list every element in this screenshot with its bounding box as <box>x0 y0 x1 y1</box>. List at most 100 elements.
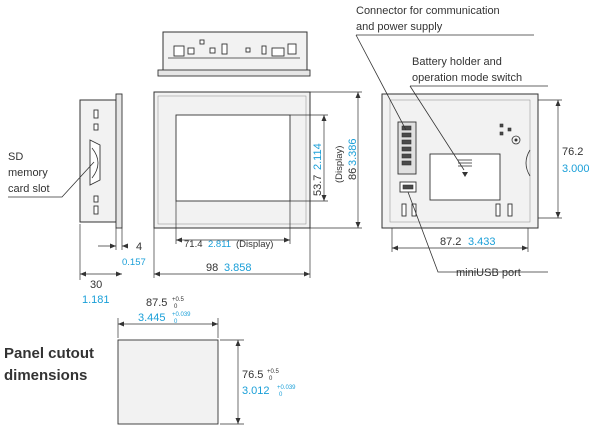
cutout-height-in-tol-minus: 0 <box>279 392 283 398</box>
sd-slot-curve <box>91 147 99 179</box>
arrow-head <box>212 321 218 327</box>
display-height-note: (Display) <box>334 146 345 183</box>
rear-height-in: 3.000 <box>562 163 590 175</box>
arrow-head <box>392 245 398 251</box>
top-slot <box>187 47 195 55</box>
rear-dot <box>499 123 504 128</box>
cutout-height-mm: 76.5 <box>242 369 263 381</box>
cutout-height-in-tol-plus: +0.039 <box>277 385 296 391</box>
sd-callout: SD memory card slot <box>8 151 95 198</box>
display-width-note: (Display) <box>236 239 273 250</box>
arrow-head <box>80 271 86 277</box>
arrow-head <box>235 418 241 424</box>
terminal-pin <box>401 160 412 166</box>
cutout-height-mm-tol-minus: 0 <box>269 376 273 382</box>
rear-dot <box>507 127 512 132</box>
arrow-head <box>176 237 182 243</box>
front-view <box>153 91 311 229</box>
cutout-width-mm: 87.5 <box>146 297 167 309</box>
arrow-head <box>110 243 116 249</box>
side-slot <box>93 109 99 119</box>
connector-leader-line <box>355 34 407 131</box>
terminal-pin <box>401 153 412 159</box>
top-slot <box>271 47 285 57</box>
front-width-mm: 98 <box>206 262 218 274</box>
battery-label-line1: Battery holder and <box>412 56 502 68</box>
top-slot <box>287 43 297 55</box>
top-slot <box>199 39 205 45</box>
side-dimensions: 4 0.157 30 1.181 <box>79 224 146 306</box>
arrow-head <box>355 222 361 228</box>
rear-screw <box>511 135 521 145</box>
cutout-width-mm-tol-minus: 0 <box>174 304 178 310</box>
arrow-head <box>235 340 241 346</box>
cutout-width-in-tol-minus: 0 <box>174 319 178 325</box>
arrow-head <box>321 115 327 121</box>
arrow-head <box>118 321 124 327</box>
side-slot <box>93 195 99 203</box>
top-slot <box>221 43 228 55</box>
top-view <box>157 31 311 77</box>
miniusb-leader-line <box>407 191 548 273</box>
miniusb-port-inner <box>402 184 414 190</box>
arrow-head <box>555 212 561 218</box>
sd-slot-shape <box>89 139 101 186</box>
terminal-pin <box>401 139 412 145</box>
cutout-rect <box>117 339 219 425</box>
rear-screw-center <box>514 138 518 142</box>
top-slot <box>245 47 251 53</box>
rear-dimensions: 87.2 3.433 76.2 3.000 <box>391 99 590 252</box>
terminal-pin <box>401 125 412 131</box>
rear-body-inner <box>389 99 531 223</box>
dim-30-in: 1.181 <box>82 294 110 306</box>
battery-arrow <box>462 172 468 177</box>
sd-label-line2: memory <box>8 167 48 179</box>
rear-width-in: 3.433 <box>468 236 496 248</box>
arrow-head <box>355 92 361 98</box>
cutout-width-in: 3.445 <box>138 312 166 324</box>
arrow-head <box>555 100 561 106</box>
sd-leader-line <box>8 161 95 198</box>
front-height-mm: 86 <box>347 168 359 180</box>
side-view-flange <box>115 93 123 229</box>
front-dimensions: 71.4 2.811 (Display) 98 3.858 53.7 2.114… <box>153 91 362 278</box>
rear-slot <box>495 203 501 217</box>
cutout-title-line1: Panel cutout <box>4 345 94 362</box>
cutout-height-mm-tol-plus: +0.5 <box>267 369 280 375</box>
top-slot <box>261 45 267 55</box>
top-slot <box>173 45 185 57</box>
front-height-in: 3.386 <box>347 138 359 166</box>
connector-label-line2: and power supply <box>356 21 443 33</box>
rear-callouts: Connector for communication and power su… <box>355 5 548 279</box>
arrow-head <box>321 195 327 201</box>
side-view <box>79 93 123 229</box>
sd-label-line3: card slot <box>8 183 50 195</box>
arrow-head <box>522 245 528 251</box>
rear-slot <box>401 203 407 217</box>
arrow-head <box>154 271 160 277</box>
arrow-head <box>116 271 122 277</box>
top-view-flange <box>157 69 311 77</box>
front-width-in: 3.858 <box>224 262 252 274</box>
display-area <box>175 114 291 202</box>
rear-slot <box>411 203 417 217</box>
panel-cutout: Panel cutout dimensions 87.5 +0.5 0 3.44… <box>4 297 296 425</box>
arrow-head <box>122 243 128 249</box>
battery-label-line2: operation mode switch <box>412 72 522 84</box>
connector-label-line1: Connector for communication <box>356 5 500 17</box>
side-slot <box>93 205 99 215</box>
rear-side-curve <box>525 149 531 177</box>
rear-dot <box>499 131 504 136</box>
cutout-title-line2: dimensions <box>4 367 87 384</box>
miniusb-label: miniUSB port <box>456 267 521 279</box>
terminal-pin <box>401 146 412 152</box>
top-slot <box>209 47 216 54</box>
rear-slot <box>507 203 513 217</box>
battery-leader-line <box>409 85 465 171</box>
cutout-height-in: 3.012 <box>242 385 270 397</box>
dim-30-mm: 30 <box>90 279 102 291</box>
dim-4-mm: 4 <box>136 241 142 253</box>
cutout-width-mm-tol-plus: +0.5 <box>172 297 185 303</box>
rear-width-mm: 87.2 <box>440 236 461 248</box>
